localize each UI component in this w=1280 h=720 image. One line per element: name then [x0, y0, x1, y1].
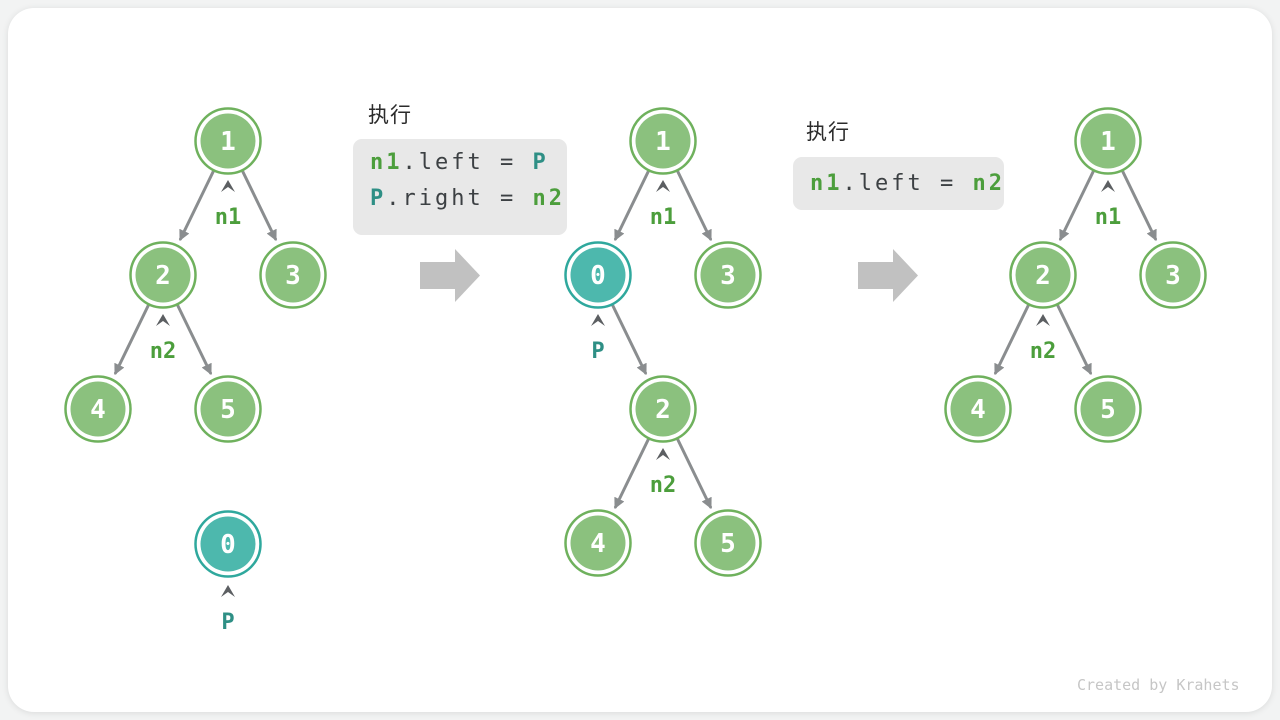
footer-credit: Created by Krahets — [1077, 676, 1240, 694]
code-token: .right = — [386, 186, 533, 211]
tree-edge — [1121, 170, 1157, 241]
pointer-caret-icon — [1101, 180, 1115, 192]
code-token: n1 — [810, 171, 843, 196]
tree1-node-2: 2 — [129, 241, 197, 309]
tree1-node-4: 4 — [64, 375, 132, 443]
tree-edge — [676, 438, 712, 509]
code-block-1: n1.left = P P.right = n2 — [353, 139, 567, 235]
code-line: n1.left = n2 — [793, 171, 1005, 196]
pointer-caret-icon — [656, 180, 670, 192]
node-value: 2 — [155, 261, 171, 291]
pointer-caret-icon — [221, 180, 235, 192]
transition-arrow-icon — [420, 249, 480, 302]
tree-edge — [676, 170, 712, 241]
node-value: 1 — [220, 127, 236, 157]
pointer-label-n2: n2 — [1030, 339, 1057, 364]
code-token: .left = — [842, 171, 973, 196]
transition-arrow-icon — [858, 249, 918, 302]
node-value: 1 — [1100, 127, 1116, 157]
step1-title: 执行 — [368, 103, 412, 127]
pointer-label-n1: n1 — [1095, 205, 1122, 230]
tree2-node-0: 0 — [564, 241, 632, 309]
tree3-node-4: 4 — [944, 375, 1012, 443]
pointer-caret-icon — [656, 448, 670, 460]
tree1-node-1: 1 — [194, 107, 262, 175]
tree1-node-0: 0 — [194, 510, 262, 578]
tree1-node-3: 3 — [259, 241, 327, 309]
node-value: 0 — [590, 261, 606, 291]
tree3-node-5: 5 — [1074, 375, 1142, 443]
tree2-node-1: 1 — [629, 107, 697, 175]
tree-edge — [611, 304, 647, 375]
tree3-node-1: 1 — [1074, 107, 1142, 175]
pointer-label-n2: n2 — [150, 339, 177, 364]
node-value: 5 — [220, 395, 236, 425]
tree2-node-3: 3 — [694, 241, 762, 309]
code-token: n2 — [532, 186, 565, 211]
node-value: 2 — [1035, 261, 1051, 291]
node-value: 5 — [1100, 395, 1116, 425]
tree2-node-2: 2 — [629, 375, 697, 443]
pointer-label-n1: n1 — [215, 205, 242, 230]
code-token: P — [370, 186, 387, 211]
node-value: 1 — [655, 127, 671, 157]
step2-title: 执行 — [806, 120, 850, 144]
node-value: 4 — [970, 395, 986, 425]
tree2-node-5: 5 — [694, 509, 762, 577]
tree-initial: 1 2 3 4 5 — [64, 107, 327, 635]
node-value: 4 — [90, 395, 106, 425]
code-token: n1 — [370, 150, 403, 175]
tree2-node-4: 4 — [564, 509, 632, 577]
tree3-node-3: 3 — [1139, 241, 1207, 309]
node-value: 3 — [285, 261, 301, 291]
node-value: 2 — [655, 395, 671, 425]
node-value: 3 — [1165, 261, 1181, 291]
node-value: 5 — [720, 529, 736, 559]
node-value: 0 — [220, 530, 236, 560]
tree-edge — [994, 304, 1030, 375]
code-block-2: n1.left = n2 — [793, 157, 1004, 210]
tree-edge — [179, 170, 215, 241]
tree-edge — [614, 170, 650, 241]
tree-edge — [176, 304, 212, 375]
pointer-caret-icon — [591, 314, 605, 326]
code-token: P — [532, 150, 549, 175]
tree-edge — [614, 438, 650, 509]
tree-after-remove: 1 2 3 4 5 n1 — [944, 107, 1207, 443]
tree3-node-2: 2 — [1009, 241, 1077, 309]
pointer-caret-icon — [1036, 314, 1050, 326]
code-token: n2 — [972, 171, 1005, 196]
pointer-label-p: P — [221, 610, 234, 635]
node-value: 3 — [720, 261, 736, 291]
tree-edge — [241, 170, 277, 241]
tree-edge — [114, 304, 150, 375]
tree-edge — [1059, 170, 1095, 241]
node-value: 4 — [590, 529, 606, 559]
tree1-node-5: 5 — [194, 375, 262, 443]
pointer-caret-icon — [221, 585, 235, 597]
tree-edge — [1056, 304, 1092, 375]
pointer-label-p: P — [591, 339, 604, 364]
code-token: .left = — [402, 150, 533, 175]
code-line: P.right = n2 — [353, 181, 567, 217]
pointer-caret-icon — [156, 314, 170, 326]
code-line: n1.left = P — [353, 145, 567, 181]
pointer-label-n1: n1 — [650, 205, 677, 230]
pointer-label-n2: n2 — [650, 473, 677, 498]
tree-after-insert: 1 0 3 2 4 — [564, 107, 762, 577]
